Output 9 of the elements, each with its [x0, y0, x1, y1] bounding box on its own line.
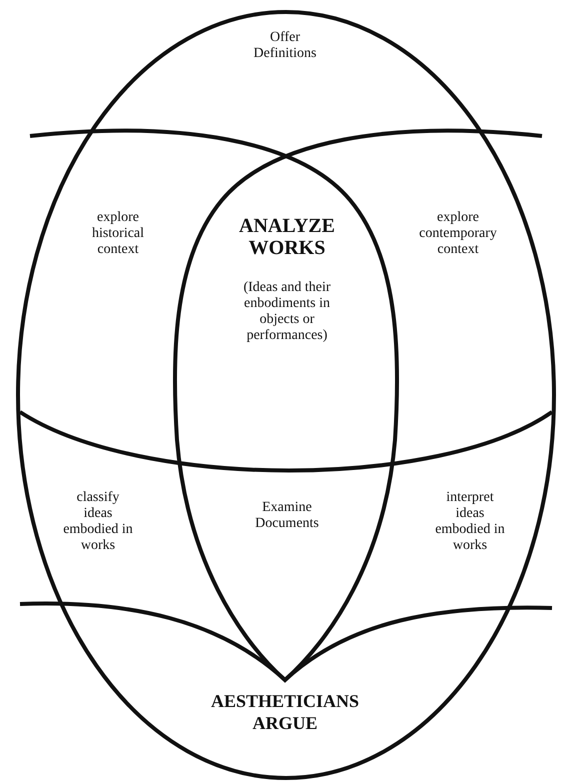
region-label: Offer Definitions: [252, 30, 318, 62]
region-label: explore historical context: [90, 210, 146, 258]
region-label: explore contemporary context: [418, 210, 498, 258]
region-heading: AESTHETICIANS ARGUE: [210, 690, 360, 734]
region-label: classify ideas embodied in works: [62, 490, 134, 554]
region-label: Examine Documents: [254, 500, 320, 532]
center-note: (Ideas and their enbodiments in objects or performances): [242, 280, 332, 344]
center-heading: ANALYZE WORKS: [238, 215, 336, 259]
region-label: interpret ideas embodied in works: [434, 490, 506, 554]
